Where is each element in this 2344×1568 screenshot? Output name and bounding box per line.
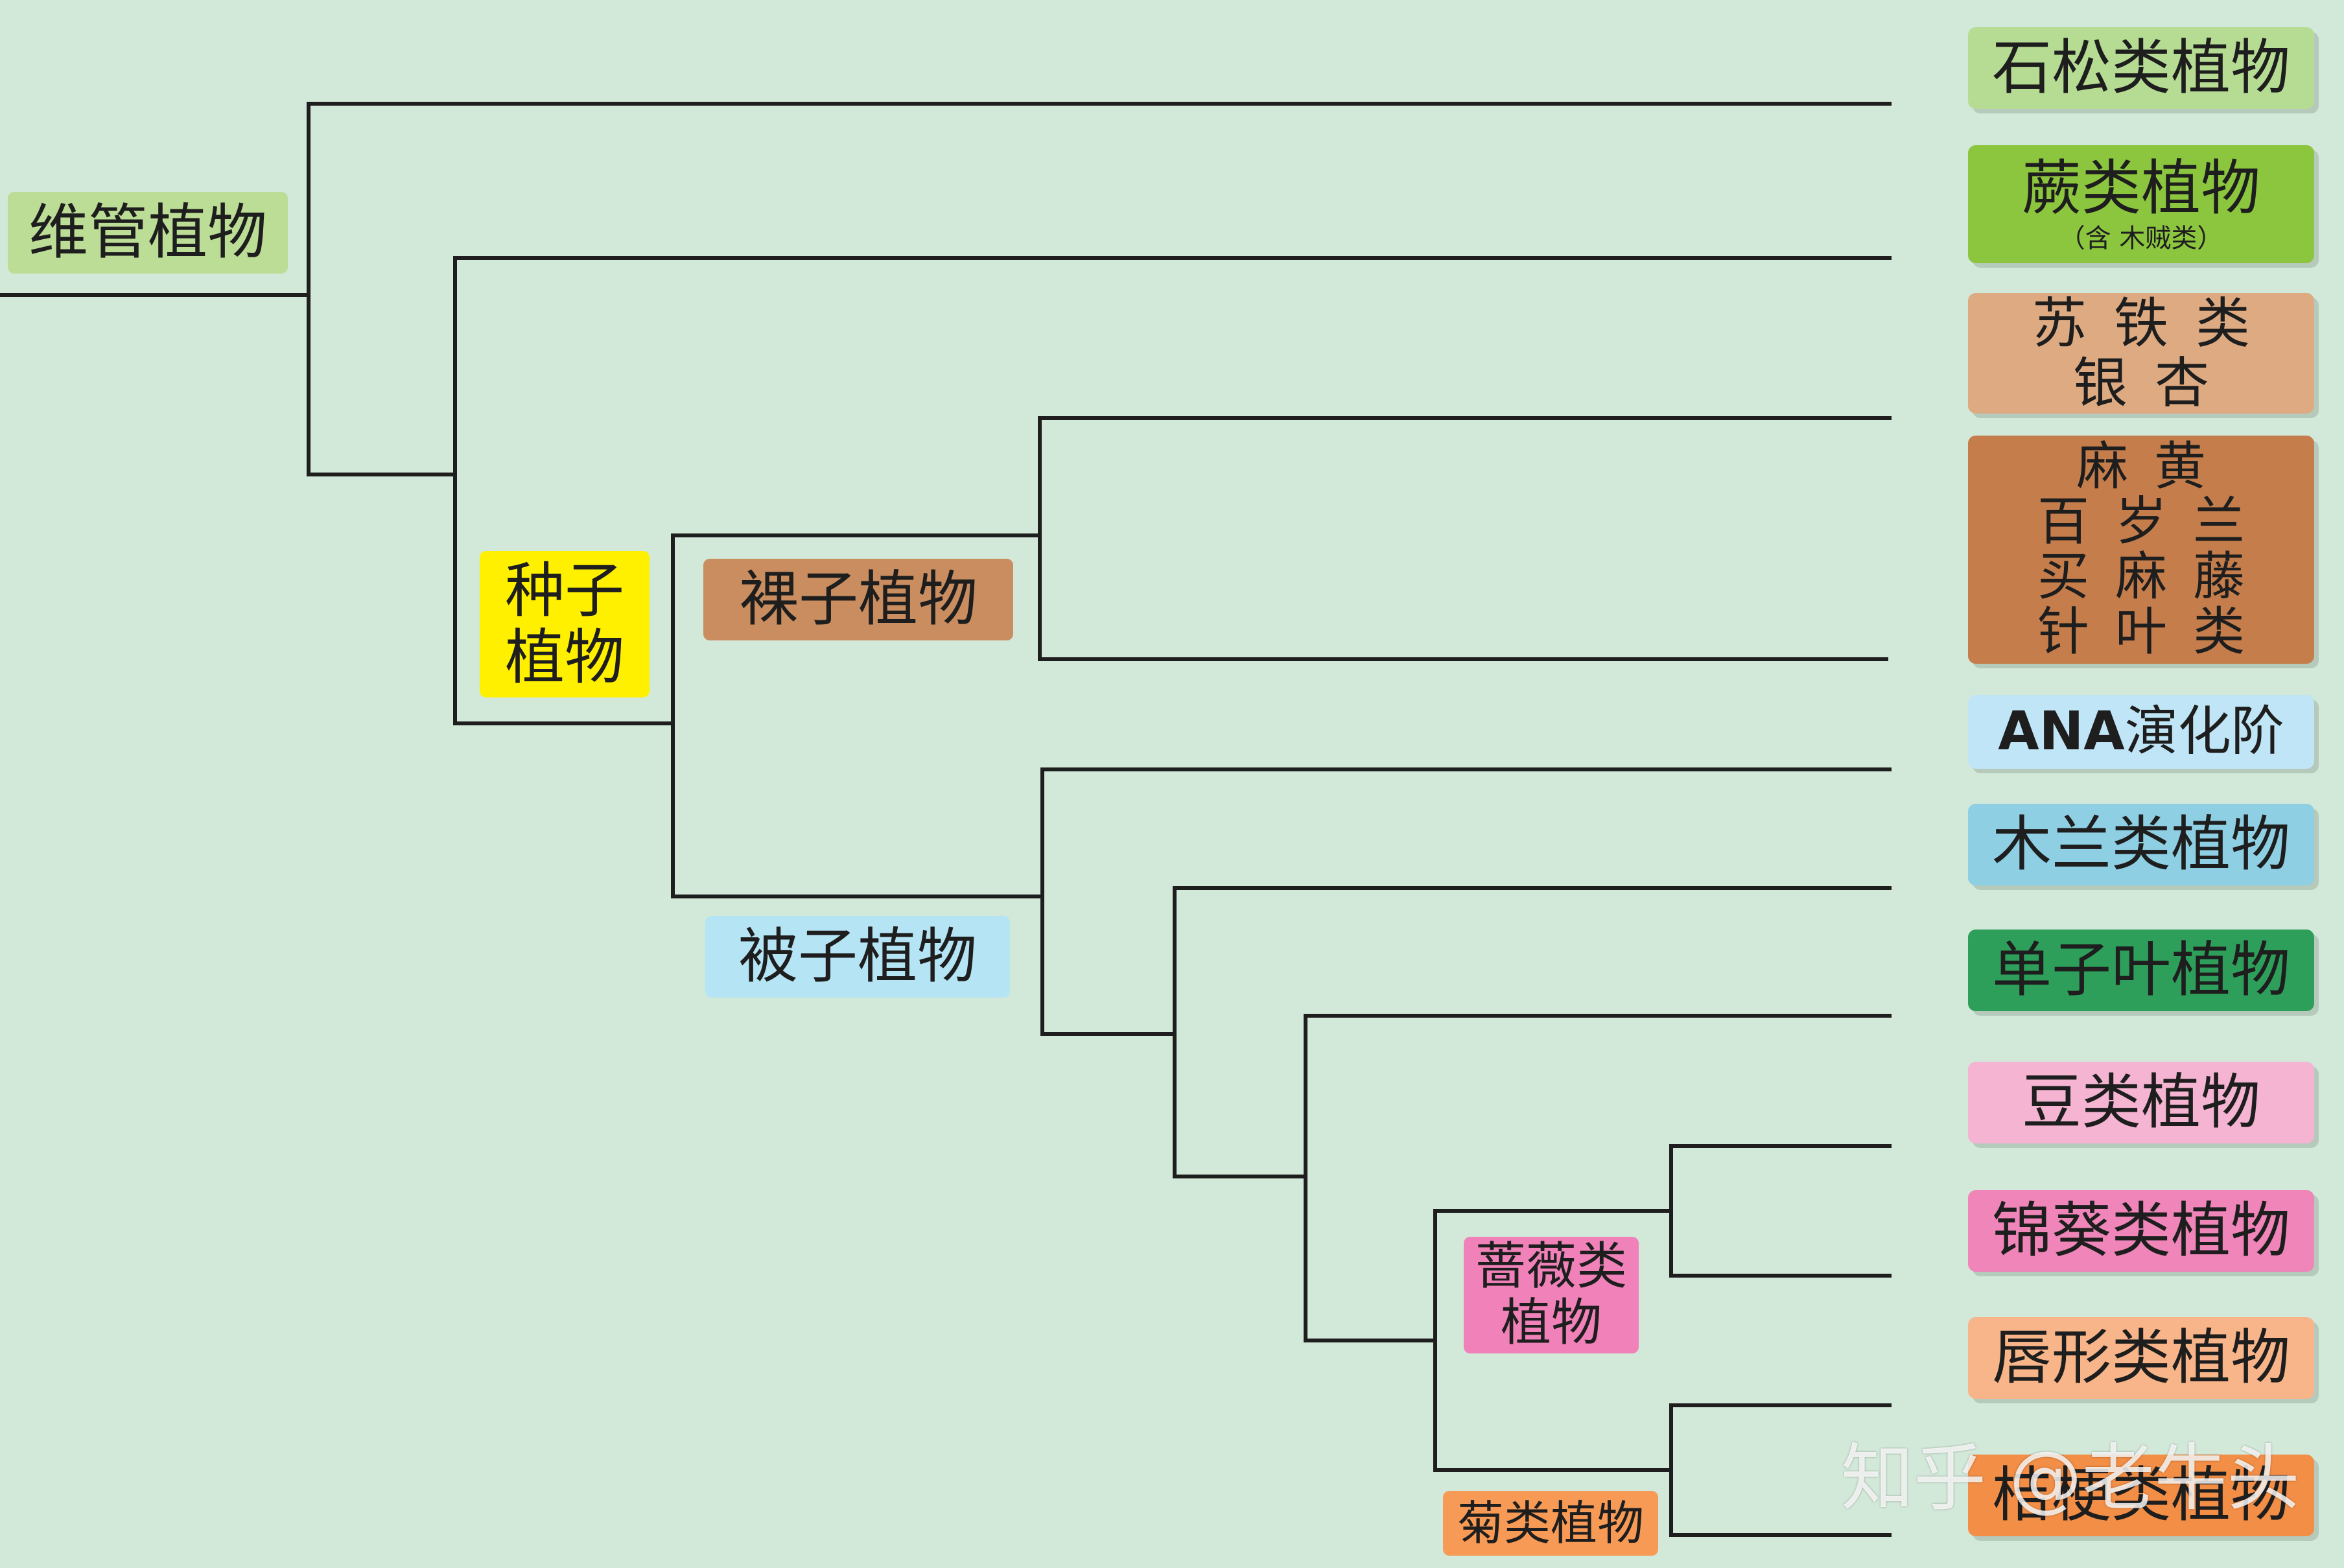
leaf-lamiids: 唇形类植物 <box>1968 1317 2314 1399</box>
clade-seed-plants: 种子 植物 <box>480 551 650 697</box>
clade-vascular-plants-label: 维管植物 <box>28 198 267 268</box>
leaf-campanulids-label: 桔梗类植物 <box>1991 1460 2290 1530</box>
clade-rosids-line1: 蔷薇类 <box>1475 1237 1627 1296</box>
leaf-monocots-label: 单子叶植物 <box>1991 935 2290 1005</box>
clade-rosids: 蔷薇类 植物 <box>1464 1237 1639 1353</box>
leaf-lycophytes-label: 石松类植物 <box>1991 33 2290 103</box>
leaf-gnetum-line3: 买麻藤 <box>2037 546 2271 607</box>
clade-seed-plants-line2: 植物 <box>504 623 624 692</box>
leaf-magnoliids-label: 木兰类植物 <box>1991 810 2290 880</box>
leaf-cycads-line1: 苏铁类 <box>2032 291 2277 355</box>
clade-rosids-line2: 植物 <box>1500 1294 1602 1352</box>
leaf-ferns-label: 蕨类植物 <box>2021 154 2260 224</box>
leaf-monocots: 单子叶植物 <box>1968 930 2314 1011</box>
clade-asterids-label: 菊类植物 <box>1457 1495 1644 1550</box>
leaf-magnoliids: 木兰类植物 <box>1968 804 2314 885</box>
leaf-gnetum-line2: 百岁兰 <box>2037 491 2271 552</box>
clade-gymnosperms-label: 裸子植物 <box>738 565 978 635</box>
leaf-malvids-label: 锦葵类植物 <box>1991 1196 2290 1266</box>
leaf-campanulids: 桔梗类植物 <box>1968 1455 2314 1536</box>
leaf-gnetum-line4: 针叶类 <box>2037 601 2271 662</box>
clade-vascular-plants: 维管植物 <box>8 192 288 274</box>
leaf-lycophytes: 石松类植物 <box>1968 27 2314 109</box>
leaf-ana-latin: ANA <box>1998 700 2125 762</box>
leaf-cycads-ginkgo: 苏铁类 银杏 <box>1968 293 2314 414</box>
leaf-legumes: 豆类植物 <box>1968 1062 2314 1143</box>
leaf-cycads-line2: 银杏 <box>2072 351 2236 415</box>
clade-seed-plants-line1: 种子 <box>504 556 624 626</box>
watermark: 知乎 @老牛头 <box>1841 1436 2300 1521</box>
leaf-lamiids-label: 唇形类植物 <box>1991 1323 2290 1393</box>
leaf-ana-rest: 演化阶 <box>2124 700 2284 762</box>
clade-gymnosperms: 裸子植物 <box>703 559 1013 640</box>
leaf-legumes-label: 豆类植物 <box>2021 1068 2260 1138</box>
clade-angiosperms: 被子植物 <box>705 916 1010 998</box>
clade-angiosperms-label: 被子植物 <box>738 922 977 992</box>
leaf-ferns: 蕨类植物 （含 木贼类） <box>1968 145 2314 263</box>
leaf-gnetum-line1: 麻黄 <box>2076 436 2232 497</box>
leaf-malvids: 锦葵类植物 <box>1968 1190 2314 1272</box>
leaf-gnetophytes-conifers: 麻黄 百岁兰 买麻藤 针叶类 <box>1968 436 2314 664</box>
clade-asterids: 菊类植物 <box>1443 1491 1658 1556</box>
leaf-ferns-note: （含 木贼类） <box>2059 223 2223 253</box>
